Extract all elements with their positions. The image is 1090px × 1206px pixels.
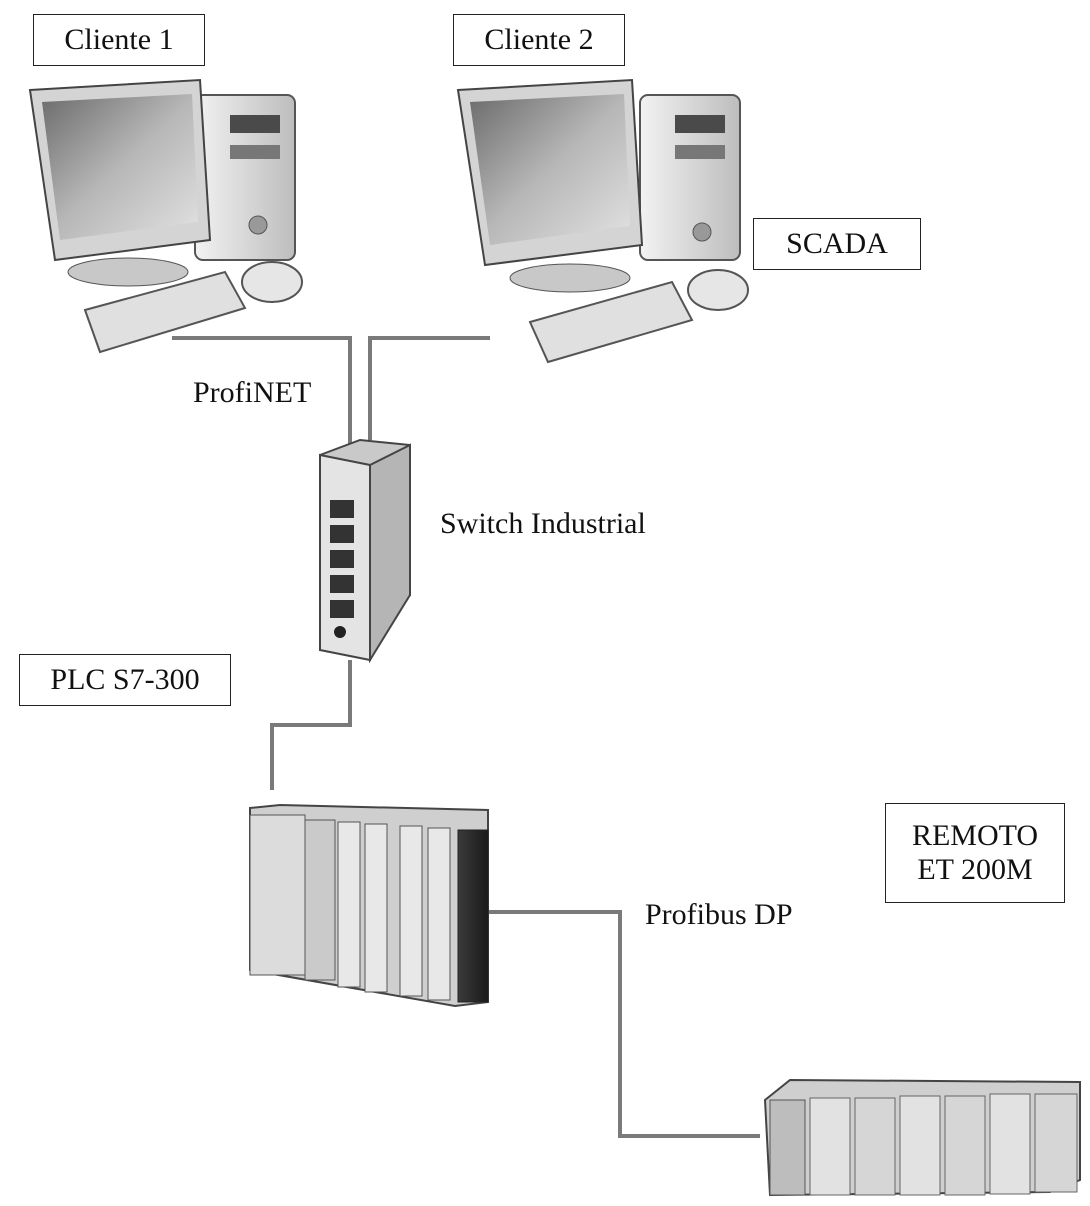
client2-label-box: Cliente 2	[453, 14, 625, 66]
remote-label-line2: ET 200M	[917, 853, 1033, 886]
profinet-label: ProfiNET	[193, 376, 312, 409]
client1-label-box: Cliente 1	[33, 14, 205, 66]
cable-client1-switch	[172, 336, 352, 448]
remote-label-line1: REMOTO	[911, 818, 1039, 852]
plc-label: PLC S7-300	[50, 662, 200, 696]
plc-s7-300-icon	[249, 803, 489, 1008]
cable-client2-switch	[368, 336, 490, 440]
scada-label: SCADA	[786, 226, 888, 260]
network-cables	[172, 336, 760, 1138]
client2-label: Cliente 2	[484, 22, 594, 56]
cable-plc-remote	[488, 910, 760, 1138]
remote-et200m-icon	[763, 1078, 1081, 1197]
remote-label-box: REMOTO ET 200M	[885, 803, 1065, 903]
cable-switch-plc	[270, 660, 352, 790]
profibus-label: Profibus DP	[645, 898, 793, 931]
client1-label: Cliente 1	[64, 22, 174, 56]
scada-label-box: SCADA	[753, 218, 921, 270]
plc-label-box: PLC S7-300	[19, 654, 231, 706]
switch-label: Switch Industrial	[440, 507, 646, 540]
industrial-switch-icon	[319, 438, 411, 664]
client2-computer-icon	[456, 78, 749, 364]
client1-computer-icon	[28, 78, 303, 354]
